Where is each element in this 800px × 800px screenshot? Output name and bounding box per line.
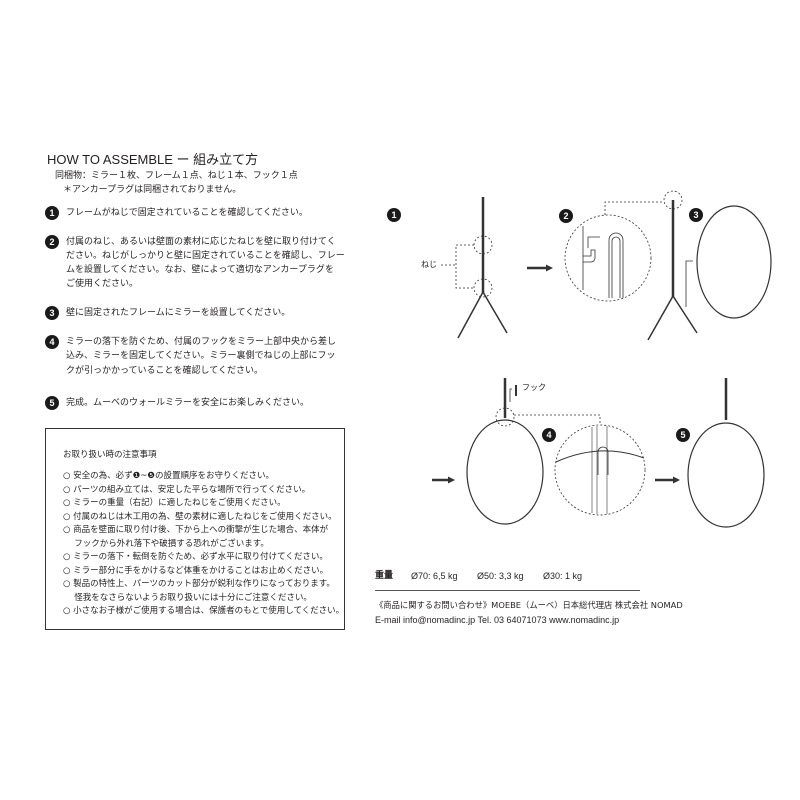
included-parts: 同梱物：ミラー１枚、フレーム１点、ねじ１本、フック１点	[55, 171, 298, 181]
step-4-text: クが引っかかっていることを確認してください。	[66, 366, 264, 376]
contact-line-2: E-mail info@nomadinc.jp Tel. 03 64071073…	[375, 615, 620, 625]
caution-item: ○ ミラーの落下・転倒を防ぐため、必ず水平に取り付けてください。	[63, 552, 328, 562]
weight-70: Ø70: 6,5 kg	[411, 571, 458, 581]
caution-item: ○ 小さなお子様がご使用する場合は、保護者のもとで使用してください。	[63, 606, 345, 616]
detail-circle-step2	[564, 201, 663, 302]
mirror-with-hook-step4	[466, 378, 601, 525]
screw-label: ねじ	[421, 260, 437, 269]
page-title: HOW TO ASSEMBLE ー 組み立て方	[47, 152, 259, 167]
caution-item: ○ 商品を壁面に取り付け後、下から上への衝撃が生じた場合、本体が	[63, 525, 329, 535]
step-4-text: ミラーの落下を防ぐため、付属のフックをミラー上部中央から差し	[66, 337, 337, 347]
step-2-badge: 2	[45, 235, 59, 249]
caution-item: ○ 製品の特性上、パーツのカット部分が鋭利な作りになっております。	[63, 579, 335, 589]
step-3-text: 壁に固定されたフレームにミラーを設置してください。	[66, 308, 291, 318]
frame-step1	[441, 197, 508, 339]
step-5-badge: 5	[45, 396, 59, 410]
cautions-box	[45, 428, 345, 630]
step-4-badge: 4	[45, 335, 59, 349]
detail-circle-step4	[554, 424, 646, 516]
contact-line-1: 《商品に関するお問い合わせ》MOEBE（ムーベ）日本総代理店 株式会社 NOMA…	[375, 600, 683, 610]
caution-item: ○ ミラー部分に手をかけるなど体重をかけることはお止めください。	[63, 565, 329, 576]
caution-item: フックから外れ落下や破損する恐れがございます。	[63, 538, 269, 549]
caution-item: ○ ミラーの重量（右記）に適したねじをご使用ください。	[63, 498, 286, 508]
mirror-complete-step5	[687, 378, 765, 528]
step-2-text: ムを設置してください。なお、壁によって適切なアンカープラグを	[66, 265, 334, 275]
weight-label: 重量	[375, 571, 394, 581]
frame-step3	[647, 190, 698, 341]
diagram-badge-2: 2	[559, 209, 573, 223]
weight-30: Ø30: 1 kg	[543, 571, 583, 581]
divider	[375, 590, 640, 591]
step-1-text: フレームがねじで固定されていることを確認してください。	[66, 208, 308, 218]
diagram-badge-1: 1	[387, 208, 401, 222]
weight-50: Ø50: 3,3 kg	[477, 571, 524, 581]
mirror-step3	[696, 205, 772, 319]
caution-item: 怪我をなさらないようお取り扱いには十分にご注意ください。	[63, 592, 312, 603]
step-2-text: 付属のねじ、あるいは壁面の素材に応じたねじを壁に取り付けてく	[66, 237, 336, 247]
diagram-badge-3: 3	[689, 208, 703, 222]
caution-item: ○ 安全の為、必ず❶~❺の設置順序をお守りください。	[63, 471, 274, 481]
anchor-note: ＊アンカープラグは同梱されておりません。	[63, 185, 242, 195]
step-5-text: 完成。ムーベのウォールミラーを安全にお楽しみください。	[66, 398, 310, 408]
caution-item: ○ パーツの組み立ては、安定した平らな場所で行ってください。	[63, 484, 311, 495]
caution-item: ○ 付属のねじは木工用の為、壁の素材に適したねじをご使用ください。	[63, 511, 337, 522]
diagram-badge-4: 4	[542, 428, 556, 442]
step-1-badge: 1	[45, 206, 59, 220]
step-4-text: 込み、ミラーを固定してください。ミラー裏側でねじの上部にフッ	[66, 351, 336, 361]
step-2-text: ご使用ください。	[66, 279, 139, 289]
step-3-badge: 3	[45, 306, 59, 320]
cautions-title: お取り扱い時の注意事項	[63, 450, 157, 460]
hook-label: フック	[522, 383, 546, 392]
step-2-text: ださい。ねじがしっかりと壁に固定されていることを確認し、フレー	[66, 251, 345, 261]
diagram-badge-5: 5	[676, 428, 690, 442]
